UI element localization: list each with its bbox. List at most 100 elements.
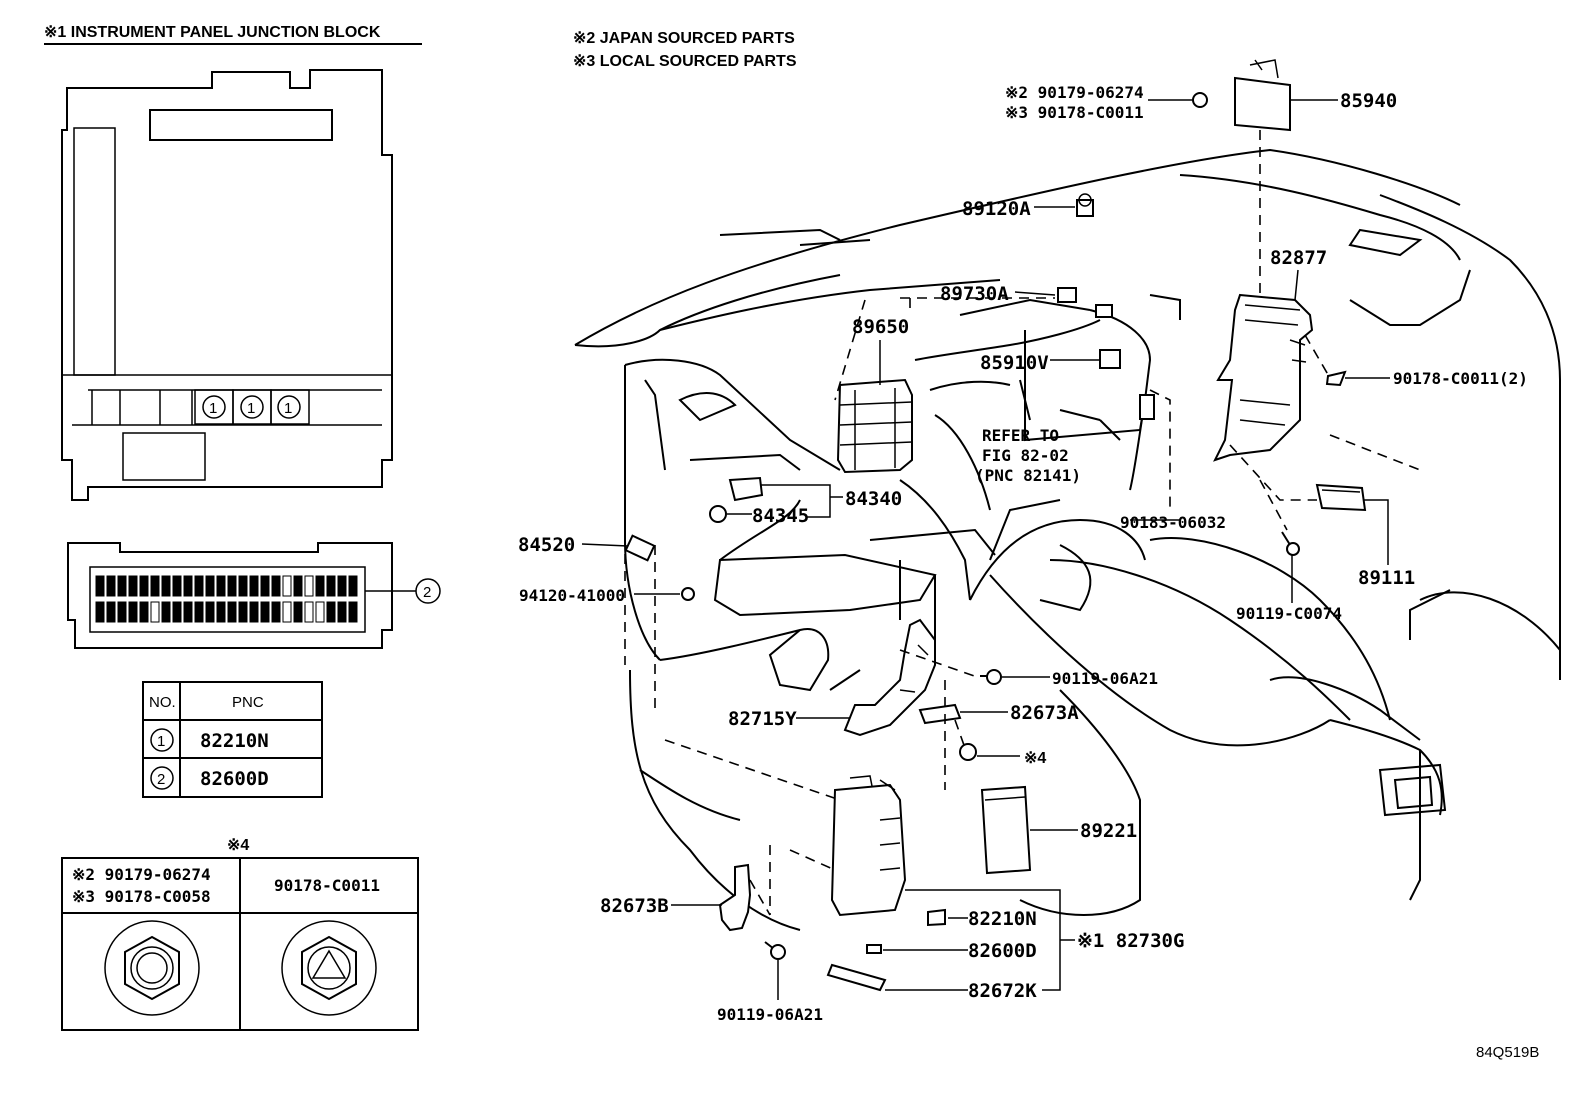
- fuse-pin: [106, 601, 116, 623]
- part-labels: 85940 ※2 90179-06274 ※3 90178-C0011 8912…: [518, 83, 1528, 1024]
- nut-table: ※4 ※2 90179-06274 ※3 90178-C0058 90178-C…: [61, 837, 419, 1031]
- diagram-code: 84Q519B: [1476, 1044, 1539, 1061]
- flange-nut-icon: [104, 920, 200, 1016]
- marker-1-c: 1: [284, 400, 292, 417]
- junction-block-side-view: 2: [67, 542, 441, 649]
- part-85910V-relay: [1099, 349, 1121, 369]
- label-89730A: 89730A: [940, 283, 1009, 305]
- fuse-pin: [315, 575, 325, 597]
- part-89111-ecu: [1315, 483, 1367, 512]
- fuse-pin: [282, 575, 292, 597]
- marker-2: 2: [423, 584, 431, 601]
- part-90178-C0011-nut: [1325, 370, 1347, 387]
- label-90119-06A21-b: 90119-06A21: [717, 1005, 823, 1024]
- note-local-sourced: ※3 LOCAL SOURCED PARTS: [573, 53, 797, 70]
- label-82672K: 82672K: [968, 980, 1037, 1002]
- fuse-pin: [95, 601, 105, 623]
- part-89650-unit: [836, 378, 913, 474]
- label-82715Y: 82715Y: [728, 708, 797, 730]
- part-90119-06A21-bolt-a: [980, 669, 1002, 685]
- cable-90183-06032: [1089, 309, 1152, 491]
- fuse-pin: [161, 601, 171, 623]
- leader-lines: [581, 99, 1390, 1000]
- pnc-row-1-no: 1: [157, 733, 165, 750]
- fuse-pin: [249, 575, 259, 597]
- label-90183-06032: 90183-06032: [1120, 513, 1226, 532]
- fuse-pin: [172, 601, 182, 623]
- fuse-pin: [249, 601, 259, 623]
- label-94120-41000: 94120-41000: [519, 586, 625, 605]
- fuse-pin: [260, 575, 270, 597]
- fuse-pin: [216, 601, 226, 623]
- label-82673B: 82673B: [600, 895, 669, 917]
- part-89730A-sensor: [1057, 287, 1077, 303]
- part-82672K-cover: [826, 963, 887, 992]
- part-85940-module: [1192, 59, 1291, 132]
- note-japan-sourced: ※2 JAPAN SOURCED PARTS: [573, 30, 795, 47]
- fuse-pin: [95, 575, 105, 597]
- pnc-header-pnc: PNC: [232, 694, 264, 711]
- fuse-pin: [282, 601, 292, 623]
- cable-connector: [1095, 304, 1113, 318]
- fuse-pin: [348, 601, 358, 623]
- pnc-header-no: NO.: [149, 694, 176, 711]
- fuse-pin: [337, 575, 347, 597]
- part-x4-nut: [959, 743, 977, 761]
- fuse-pin: [161, 575, 171, 597]
- part-84520-switch: [624, 534, 656, 562]
- part-82730G-junction-block: [830, 775, 907, 917]
- fuse-pin: [271, 601, 281, 623]
- fuse-pin: [293, 601, 303, 623]
- label-82877: 82877: [1270, 247, 1327, 269]
- fuse-pin: [139, 601, 149, 623]
- label-90119-06A21-a: 90119-06A21: [1052, 669, 1158, 688]
- fuse-pin: [205, 575, 215, 597]
- part-82715Y-bracket: [843, 618, 936, 737]
- label-82600D: 82600D: [968, 940, 1037, 962]
- pnc-row-2-pnc: 82600D: [200, 768, 269, 790]
- fuse-pin: [150, 575, 160, 597]
- label-82210N: 82210N: [968, 908, 1037, 930]
- nut-left-line-2: ※3 90178-C0058: [72, 887, 211, 906]
- fuse-pin: [139, 575, 149, 597]
- fuse-pin: [293, 575, 303, 597]
- fuse-pin: [227, 575, 237, 597]
- pnc-table: NO. PNC 1 2 82210N 82600D: [142, 681, 323, 798]
- label-x4: ※4: [1024, 750, 1046, 767]
- part-89221-ecu: [980, 785, 1032, 875]
- fuse-pin: [216, 575, 226, 597]
- part-84340-switch: [709, 476, 764, 523]
- label-84345: 84345: [752, 505, 809, 527]
- fuse-pin: [326, 575, 336, 597]
- label-84340: 84340: [845, 488, 902, 510]
- fuse-pin: [106, 575, 116, 597]
- fuse-pin: [238, 601, 248, 623]
- fuse-pin: [128, 601, 138, 623]
- fuse-pin: [117, 601, 127, 623]
- fuse-pin: [150, 601, 160, 623]
- marker-1-a: 1: [209, 400, 217, 417]
- fuse-pin: [194, 575, 204, 597]
- fuse-pin: [117, 575, 127, 597]
- fuse-pin: [326, 601, 336, 623]
- label-refer-2: FIG 82-02: [982, 446, 1069, 465]
- part-94120-41000-nut: [681, 587, 695, 601]
- fuse-pin: [304, 601, 314, 623]
- fuse-pin: [183, 601, 193, 623]
- fuse-pin: [227, 601, 237, 623]
- part-82210N-fuse: [927, 908, 946, 927]
- part-82877-bracket: [1213, 293, 1314, 462]
- fuse-pin: [271, 575, 281, 597]
- dashboard-outline: [574, 148, 1561, 931]
- fuse-pin: [183, 575, 193, 597]
- label-84520: 84520: [518, 534, 575, 556]
- pnc-row-1-pnc: 82210N: [200, 730, 269, 752]
- marker-1-b: 1: [247, 400, 255, 417]
- label-90179-06274: ※2 90179-06274: [1005, 83, 1144, 102]
- part-82673B-bracket: [718, 863, 752, 932]
- fuse-pin: [337, 601, 347, 623]
- part-90119-06A21-bolt-b: [764, 941, 786, 960]
- part-90119-C0074-bolt: [1281, 531, 1300, 556]
- label-90119-C0074: 90119-C0074: [1236, 604, 1342, 623]
